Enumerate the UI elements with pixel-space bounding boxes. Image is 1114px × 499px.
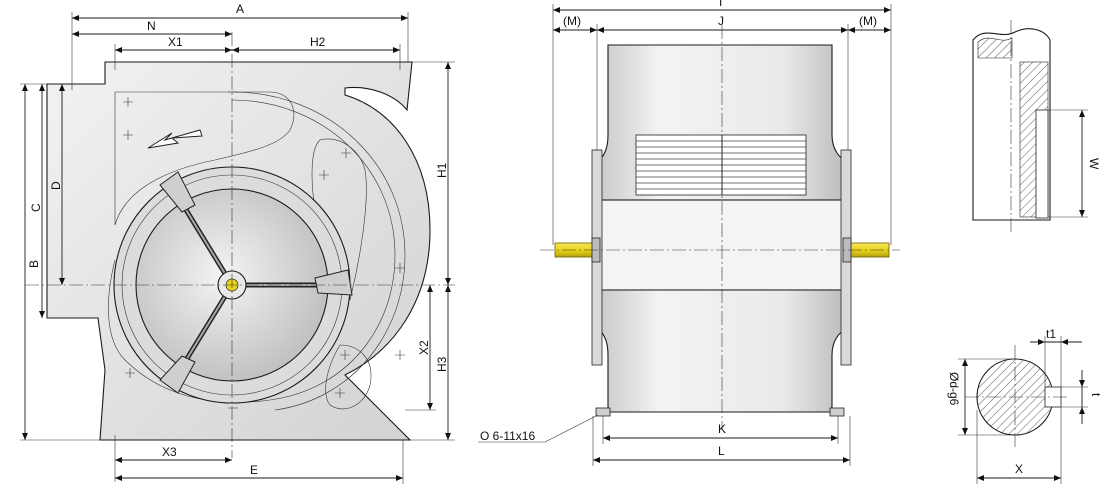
dim-H1-label: H1 [435,162,449,178]
dim-J-label: J [718,14,724,28]
dim-C-label: C [29,203,43,212]
dim-M-right-label: (M) [859,14,877,28]
dim-D-label: D [49,181,63,190]
front-view [25,32,455,458]
dim-H2-label: H2 [310,35,326,49]
hole-note-label: O 6-11x16 [480,429,535,443]
center-band [597,199,846,291]
dim-A-label: A [236,2,244,16]
dim-I-label: I [719,0,722,9]
side-view [540,25,900,430]
dim-X-label: X [1015,462,1023,476]
dim-M-left-label: (M) [563,14,581,28]
dim-phi-label: Ød-g6 [947,372,961,406]
side-dimensions: I (M) J (M) K L O 6-11x16 [478,0,892,466]
dim-H3-label: H3 [435,356,449,372]
dim-t1-label: t1 [1046,327,1056,341]
dim-X1-label: X1 [168,35,183,49]
dim-L-label: L [718,444,725,458]
inlet-grille [635,134,807,196]
dim-X2-label: X2 [417,340,431,355]
dim-X3-label: X3 [162,445,177,459]
front-dimensions: A N X1 H2 B C D H1 X2 [20,2,455,484]
dim-W-label: W [1087,158,1101,170]
lower-drum [597,289,846,413]
mounting-marks [123,91,405,409]
rotation-arrow-icon [147,129,203,149]
dim-t-label: t [1089,393,1103,397]
dim-B-label: B [27,260,41,268]
dim-N-label: N [147,19,156,33]
dim-E-label: E [250,463,258,477]
shaft-section-detail: t1 t Ød-g6 X [947,327,1103,484]
shaft-keyway-detail: W [972,20,1101,235]
dim-K-label: K [718,422,726,436]
